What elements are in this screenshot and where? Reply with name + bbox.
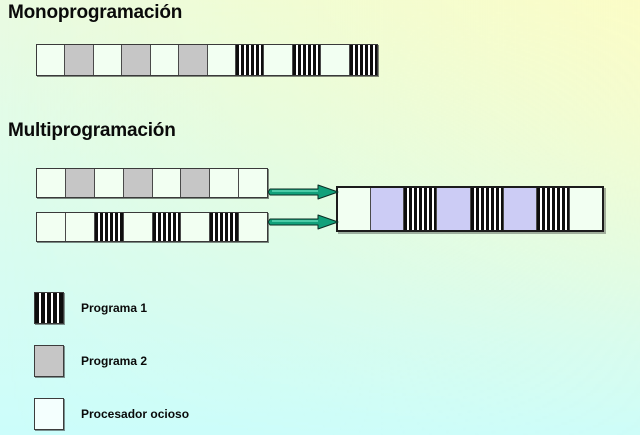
timeline-cell: [321, 45, 350, 75]
timeline-cell: [37, 45, 66, 75]
timeline-cell: [371, 188, 405, 230]
timeline-cell: [93, 45, 123, 75]
timeline-cell: [65, 45, 94, 75]
legend-label-program2: Programa 2: [81, 354, 148, 368]
timeline-cell: [152, 169, 182, 197]
timeline-cell: [37, 213, 66, 241]
timeline-cell: [235, 45, 265, 75]
timeline-cell: [150, 45, 180, 75]
monoprogramming-title: Monoprogramación: [8, 2, 183, 23]
timeline-cell: [470, 188, 504, 230]
legend-item-programa-2: Programa 2: [34, 345, 147, 377]
legend-label-idle: Procesador ocioso: [81, 407, 190, 421]
timeline-cell: [404, 188, 438, 230]
multiprogramming-program1-timeline: [36, 212, 268, 242]
timeline-cell: [210, 213, 240, 241]
timeline-cell: [569, 188, 602, 230]
timeline-cell: [536, 188, 570, 230]
timeline-cell: [349, 45, 378, 75]
timeline-cell: [292, 45, 322, 75]
multiprogramming-program2-timeline: [36, 168, 268, 198]
timeline-cell: [123, 169, 153, 197]
legend-swatch-program2-icon: [34, 345, 64, 377]
timeline-cell: [503, 188, 537, 230]
timeline-cell: [181, 213, 211, 241]
monoprogramming-timeline: [36, 44, 378, 76]
timeline-cell: [210, 169, 240, 197]
arrow-program1-to-combined-icon: [268, 214, 339, 230]
timeline-cell: [94, 169, 124, 197]
timeline-cell: [264, 45, 293, 75]
timeline-cell: [65, 169, 95, 197]
arrow-program2-to-combined-icon: [268, 184, 339, 200]
timeline-cell: [179, 45, 208, 75]
timeline-cell: [37, 169, 66, 197]
legend-swatch-program1-icon: [34, 292, 64, 324]
legend-swatch-idle-icon: [34, 398, 64, 430]
legend-item-procesador-ocioso: Procesador ocioso: [34, 398, 189, 430]
timeline-cell: [437, 188, 471, 230]
multiprogramming-title: Multiprogramación: [8, 120, 176, 141]
timeline-cell: [122, 45, 151, 75]
timeline-cell: [239, 169, 267, 197]
timeline-cell: [181, 169, 211, 197]
timeline-cell: [65, 213, 95, 241]
timeline-cell: [152, 213, 182, 241]
legend-item-programa-1: Programa 1: [34, 292, 147, 324]
timeline-cell: [94, 213, 124, 241]
timeline-cell: [123, 213, 153, 241]
timeline-cell: [207, 45, 236, 75]
legend-label-program1: Programa 1: [81, 301, 148, 315]
timeline-cell: [239, 213, 267, 241]
timeline-cell: [338, 188, 372, 230]
multiprogramming-combined-timeline: [336, 186, 604, 232]
